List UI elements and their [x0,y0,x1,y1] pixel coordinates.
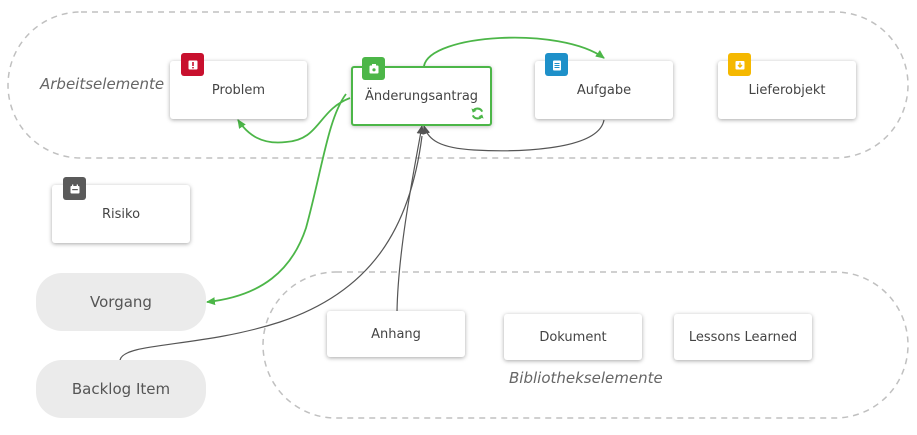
risk-icon [63,177,86,200]
node-backlog-item-label: Backlog Item [71,380,171,398]
node-process[interactable]: Vorgang [36,273,206,331]
exclamation-icon [181,53,204,76]
node-deliverable-label: Lieferobjekt [748,82,826,98]
node-process-label: Vorgang [90,293,152,311]
node-attachment[interactable]: Anhang [327,311,465,357]
node-document[interactable]: Dokument [504,314,642,360]
node-task-label: Aufgabe [576,82,632,98]
node-risk-label: Risiko [101,206,141,222]
node-lessons-learned[interactable]: Lessons Learned [674,314,812,360]
refresh-icon[interactable] [470,106,485,121]
node-document-label: Dokument [539,329,607,345]
node-backlog-item[interactable]: Backlog Item [36,360,206,418]
change-request-icon [362,57,385,80]
library-items-group-label: Bibliothekselemente [509,369,663,387]
node-attachment-label: Anhang [371,326,421,342]
connector-change-request-to-process [206,93,347,306]
clipboard-icon [545,53,568,76]
node-change-request-label: Änderungsantrag [364,88,479,104]
work-items-group-label: Arbeitselemente [40,75,165,93]
node-problem-label: Problem [211,82,266,98]
package-icon [728,53,751,76]
connector-attachment-to-change-request [396,125,425,313]
node-lessons-learned-label: Lessons Learned [688,329,798,345]
